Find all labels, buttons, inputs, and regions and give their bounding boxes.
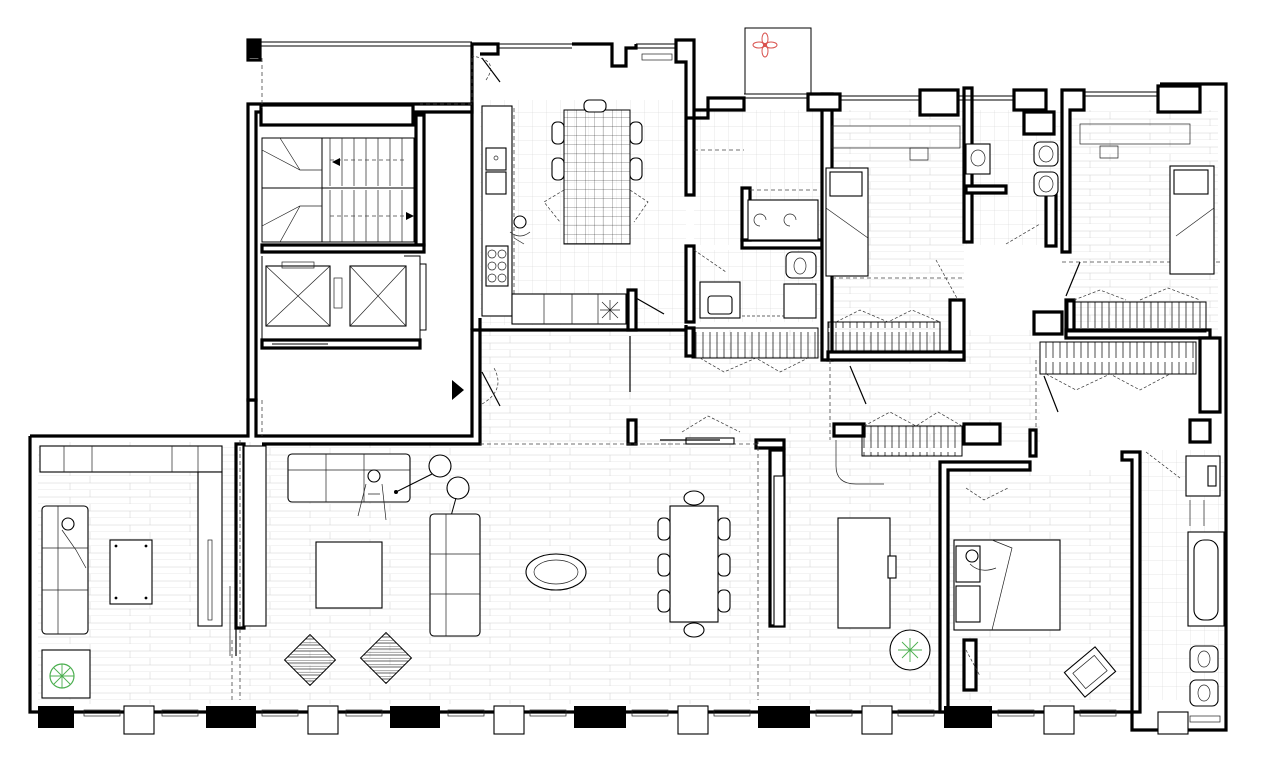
lamp-icon xyxy=(394,454,470,536)
bed-icon xyxy=(1169,165,1215,275)
balcony xyxy=(744,27,812,95)
potted-plant-icon xyxy=(889,629,931,671)
dining-table-icon xyxy=(657,490,731,638)
sofa-icon xyxy=(41,505,89,635)
person-icon xyxy=(61,517,87,569)
dashed-guides xyxy=(231,58,1222,700)
dining-table-icon xyxy=(543,99,649,245)
radiator-icon xyxy=(83,53,1221,723)
doors xyxy=(235,55,1081,656)
wardrobe-icon xyxy=(681,309,1197,457)
armchair-icon xyxy=(1063,646,1117,698)
living-room xyxy=(39,440,931,699)
toilet-icon xyxy=(1189,645,1219,707)
person-icon xyxy=(509,215,531,245)
sofa-icon xyxy=(429,513,481,637)
kitchen xyxy=(481,99,649,325)
bathroom-1 xyxy=(693,199,819,319)
flower-icon xyxy=(752,32,778,58)
bathroom-2 xyxy=(965,141,1059,245)
entry-arrow-icon xyxy=(452,380,464,400)
armchair-icon xyxy=(283,631,413,687)
windows xyxy=(38,41,1221,735)
sink-icon xyxy=(965,143,991,175)
bathroom-3 xyxy=(1145,451,1225,707)
bathtub-icon xyxy=(1187,531,1225,627)
elevator-icon xyxy=(261,255,427,345)
bidet-icon xyxy=(1033,141,1059,197)
sofa-icon xyxy=(287,453,411,503)
staircase xyxy=(261,137,415,243)
bedroom-2 xyxy=(1067,123,1215,333)
bedroom-1 xyxy=(825,125,961,301)
stove-icon xyxy=(485,245,509,287)
person-icon xyxy=(357,469,387,521)
toilet-icon xyxy=(785,251,817,279)
bedroom-3 xyxy=(953,487,1117,698)
sink-icon xyxy=(485,147,507,195)
potted-plant-icon xyxy=(41,649,91,699)
person-icon xyxy=(965,549,997,571)
stair-direction-arrow-icon xyxy=(332,158,414,220)
bed-icon xyxy=(825,167,869,277)
bottom-window-piers xyxy=(38,705,1189,735)
